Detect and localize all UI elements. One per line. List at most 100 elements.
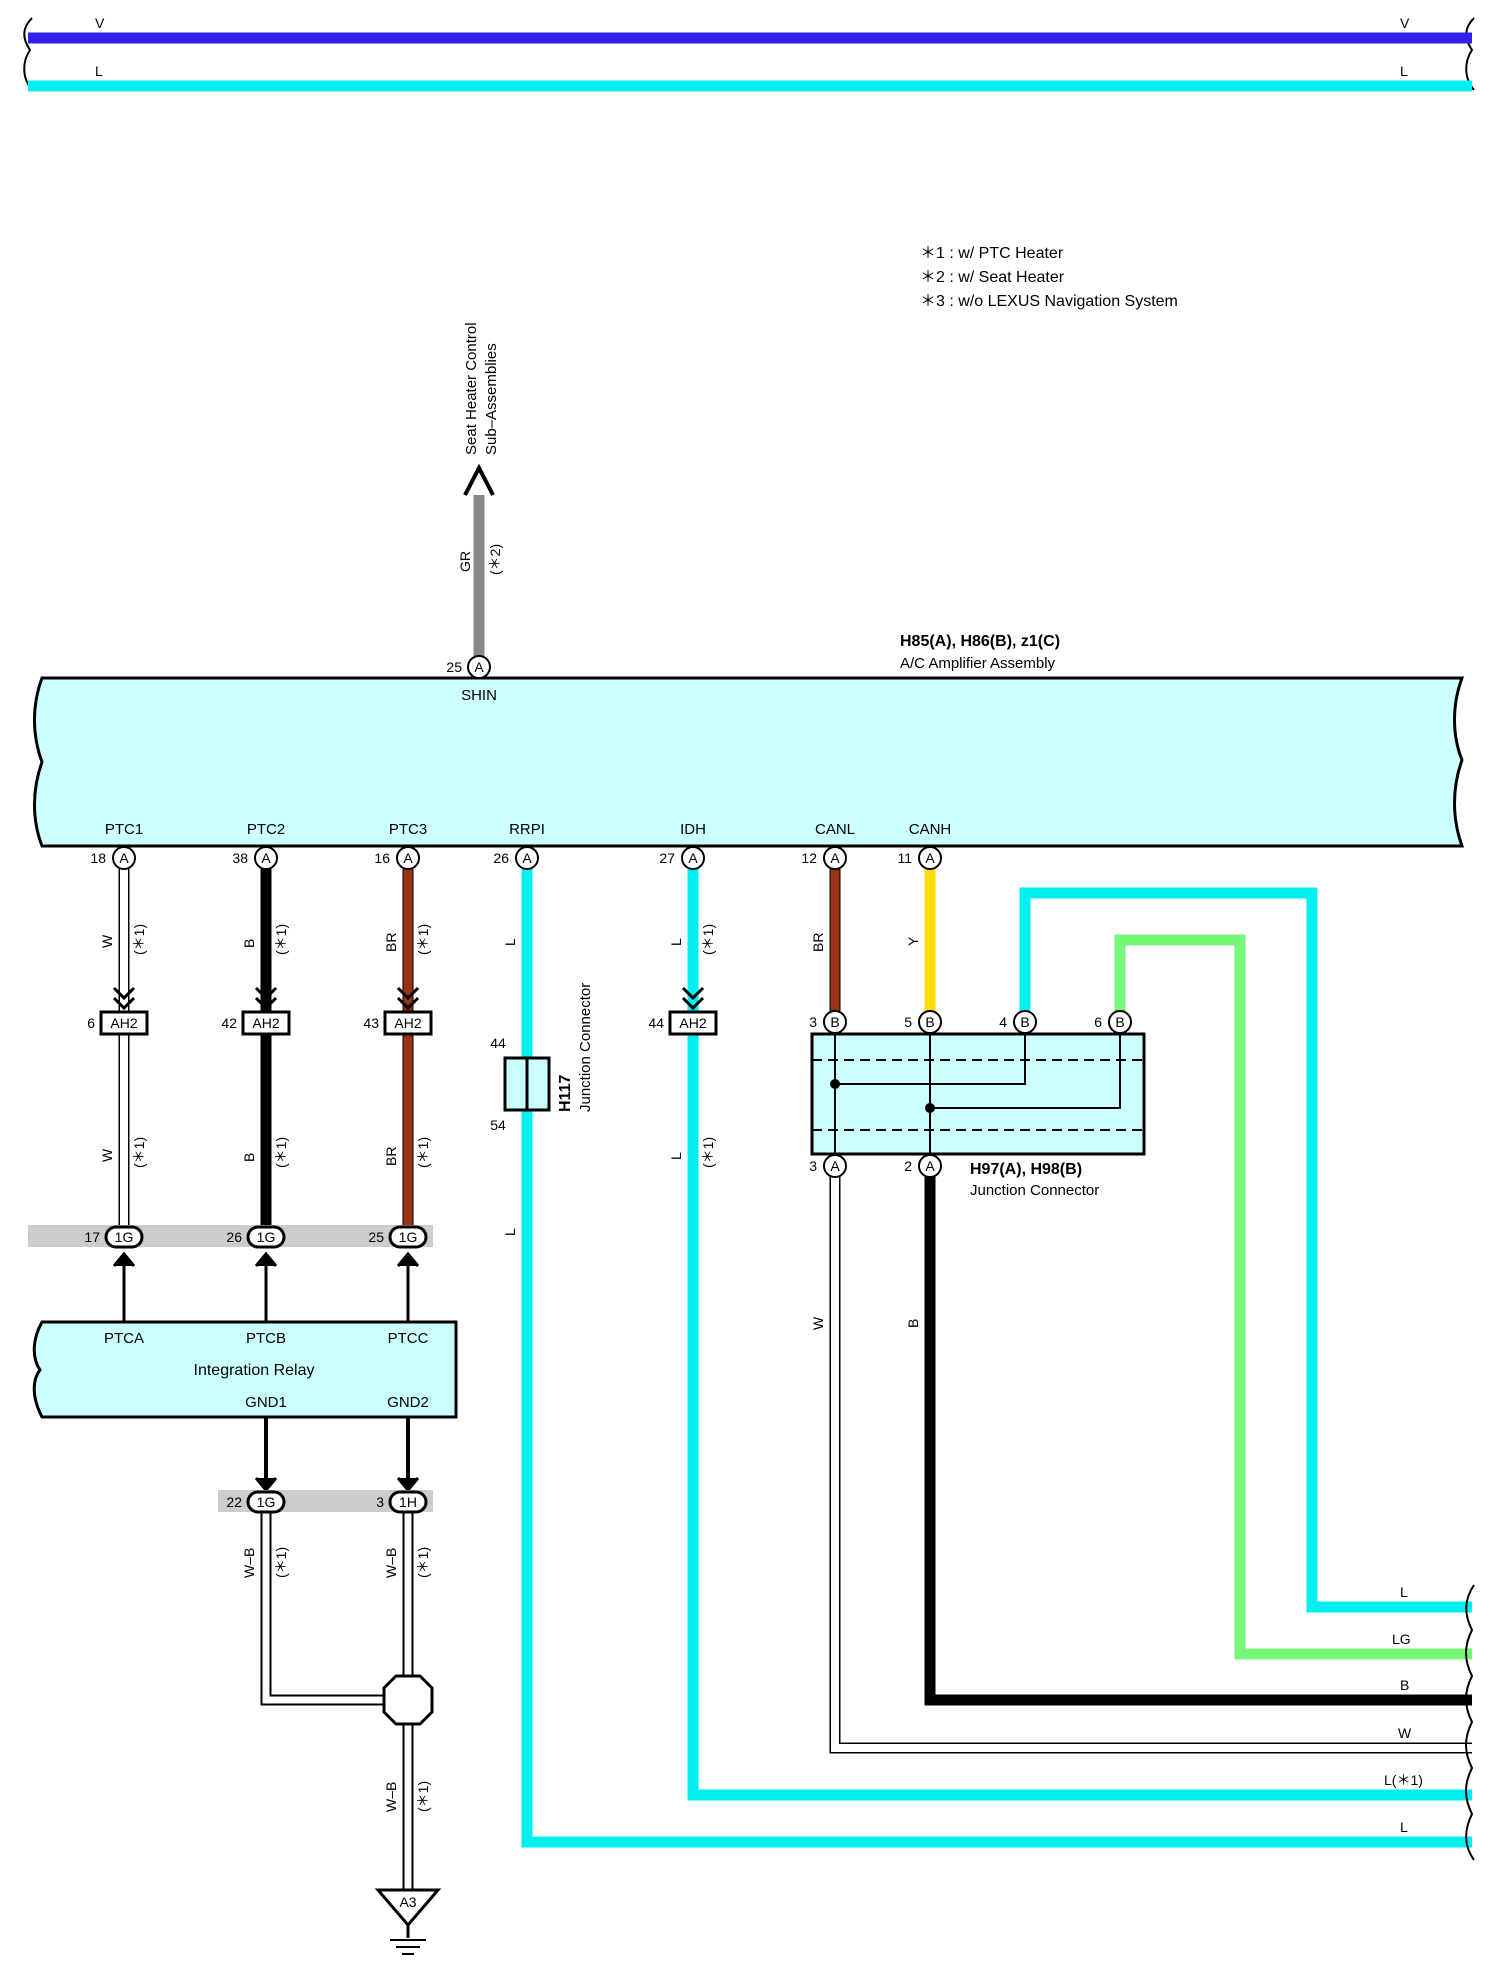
ptc2-ah2-num: 42: [221, 1015, 237, 1031]
ptc2-upper-code: B: [241, 939, 257, 948]
ptc2-ah2-connector: [241, 1010, 291, 1036]
idh-lower-note: (＊1): [700, 1137, 716, 1168]
ground-wire-note: (＊1): [415, 1781, 431, 1812]
jc-w-wire: [831, 1166, 1472, 1752]
pin-ptc3-conn: A: [403, 850, 413, 866]
h117-pin-top: 44: [490, 1035, 506, 1051]
note-1: ＊1 : w/ PTC Heater: [920, 245, 1064, 262]
pin-ptc2-label: PTC2: [247, 821, 285, 838]
pin-ptc1: [112, 846, 136, 870]
jc-top-pin-6-conn: B: [1115, 1014, 1124, 1030]
seat-heater-label-1: Seat Heater Control: [463, 322, 480, 455]
jc-top-pin-5-num: 5: [904, 1014, 912, 1030]
integration-relay-name: Integration Relay: [194, 1362, 315, 1379]
bus-code-v-left: V: [95, 15, 105, 31]
jc-pin4-wire: [1019, 887, 1472, 1613]
ptc1-ah2-num: 6: [87, 1015, 95, 1031]
jc-top-pin-3: [823, 1010, 847, 1034]
seat-heater-label-2: Sub–Assemblies: [483, 343, 500, 455]
jc-b-wire: [924, 1166, 1472, 1706]
out-code-2: LG: [1392, 1631, 1411, 1647]
top-bus: V V L L: [23, 15, 1475, 92]
junction-connectors-label: H97(A), H98(B): [970, 1161, 1082, 1178]
ptc3-lower-note: (＊1): [415, 1137, 431, 1168]
idh-lower-code: L: [668, 1152, 684, 1160]
legend-notes: ＊1 : w/ PTC Heater ＊2 : w/ Seat Heater ＊…: [920, 245, 1178, 310]
gnd1-wire-outline: [260, 1512, 395, 1706]
jc-top-pin-3-num: 3: [809, 1014, 817, 1030]
idh-ah2-connector: [668, 1010, 718, 1036]
idh-upper-code: L: [668, 938, 684, 946]
rrpi-group: L 44 54 H117 Junction Connector L: [490, 938, 594, 1236]
h117-name: H117: [557, 1075, 574, 1112]
out-code-3: B: [1400, 1677, 1409, 1693]
pin-ptc1-num: 18: [90, 850, 106, 866]
jc-top-pin-5: [918, 1010, 942, 1034]
integration-relay-box: [32, 1320, 458, 1419]
jc-top-pin-6: [1108, 1010, 1132, 1034]
relay-pin-ptca: PTCA: [104, 1330, 144, 1347]
h117-desc: Junction Connector: [577, 983, 594, 1112]
jc-top-pin-6-num: 6: [1094, 1014, 1102, 1030]
ptc1-upper-note: (＊1): [131, 924, 147, 955]
ground-triangle: [374, 1888, 442, 1928]
pin-ptc2-num: 38: [232, 850, 248, 866]
ptc1-double-arrow: [112, 986, 136, 1011]
pin-ptc3-num: 16: [374, 850, 390, 866]
ptc2-upper-note: (＊1): [273, 924, 289, 955]
gnd-connector-bar: 1G 22 1H 3 W–B (＊1) W–B (＊1): [218, 1417, 433, 1578]
gnd-pin-1h-label: 1H: [399, 1494, 417, 1510]
jc-bottom-pin-2: [918, 1154, 942, 1178]
junction-splice-dot-2: [925, 1103, 935, 1113]
ptc1-lower-note: (＊1): [131, 1137, 147, 1168]
pin-rrpi-label: RRPI: [509, 821, 545, 838]
junction-connector: B 3 B 5 B 4 B 6 A 3 A 2 H97(A), H98(B) J…: [809, 1010, 1146, 1330]
g-pin-ptc3-label: 1G: [399, 1229, 418, 1245]
idh-ah2-num: 44: [648, 1015, 664, 1031]
gnd-pin-1h-num: 3: [376, 1494, 384, 1510]
junction-b-code: B: [905, 1319, 921, 1328]
jc-pin6-wire: [1114, 934, 1472, 1660]
canl-wire-code: BR: [810, 933, 826, 952]
jc-top-pin-4: [1013, 1010, 1037, 1034]
can-wire-labels: BR Y: [810, 933, 921, 952]
junction-inner-pin6: [930, 1034, 1121, 1109]
pin-rrpi: [515, 846, 539, 870]
pin-canh: [918, 846, 942, 870]
bus-break-left: [23, 17, 33, 91]
relay-pin-ptcb: PTCB: [246, 1330, 286, 1347]
relay-pin-ptcc: PTCC: [388, 1330, 429, 1347]
gnd-pin-1h: [388, 1490, 428, 1514]
relay-ptcb-arrow: [254, 1251, 278, 1267]
pin-canl: [823, 846, 847, 870]
ptc-wire-group: W (＊1) AH2 6 W (＊1) B (＊1) AH2 42 B (＊1)…: [87, 924, 433, 1168]
ptc2-lower-note: (＊1): [273, 1137, 289, 1168]
junction-inner-pin4: [835, 1034, 1026, 1085]
pin-ptc3-label: PTC3: [389, 821, 427, 838]
g-connector-bar: 1G 17 1G 26 1G 25: [28, 1225, 433, 1322]
junction-box: [810, 1032, 1146, 1156]
bus-code-v-right: V: [1400, 15, 1410, 31]
pin-canh-num: 11: [897, 850, 912, 866]
relay-pin-gnd2: GND2: [387, 1394, 429, 1411]
jc-bottom-pin-3-conn: A: [830, 1158, 840, 1174]
pin-idh-num: 27: [659, 850, 675, 866]
h117-pin-bottom: 54: [490, 1117, 506, 1133]
ptc3-upper-code: BR: [383, 933, 399, 952]
bus-code-l-left: L: [95, 63, 103, 79]
ptc1-lower-code: W: [99, 1148, 115, 1162]
ground-label: A3: [399, 1894, 416, 1910]
gnd1-arrow: [254, 1477, 278, 1493]
pin-ptc2-conn: A: [261, 850, 271, 866]
gnd1-wire-note: (＊1): [273, 1547, 289, 1578]
junction-w-code: W: [810, 1316, 826, 1330]
relay-ptcc-arrow: [396, 1251, 420, 1267]
rrpi-wire-code-upper: L: [502, 938, 518, 946]
jc-top-pin-4-num: 4: [999, 1014, 1007, 1030]
ground-wire-code: W–B: [383, 1782, 399, 1812]
out-code-5: L(＊1): [1384, 1772, 1423, 1788]
pin-ptc3: [396, 846, 420, 870]
note-3: ＊3 : w/o LEXUS Navigation System: [920, 293, 1178, 310]
gnd-pin-1g-num: 22: [226, 1494, 242, 1510]
